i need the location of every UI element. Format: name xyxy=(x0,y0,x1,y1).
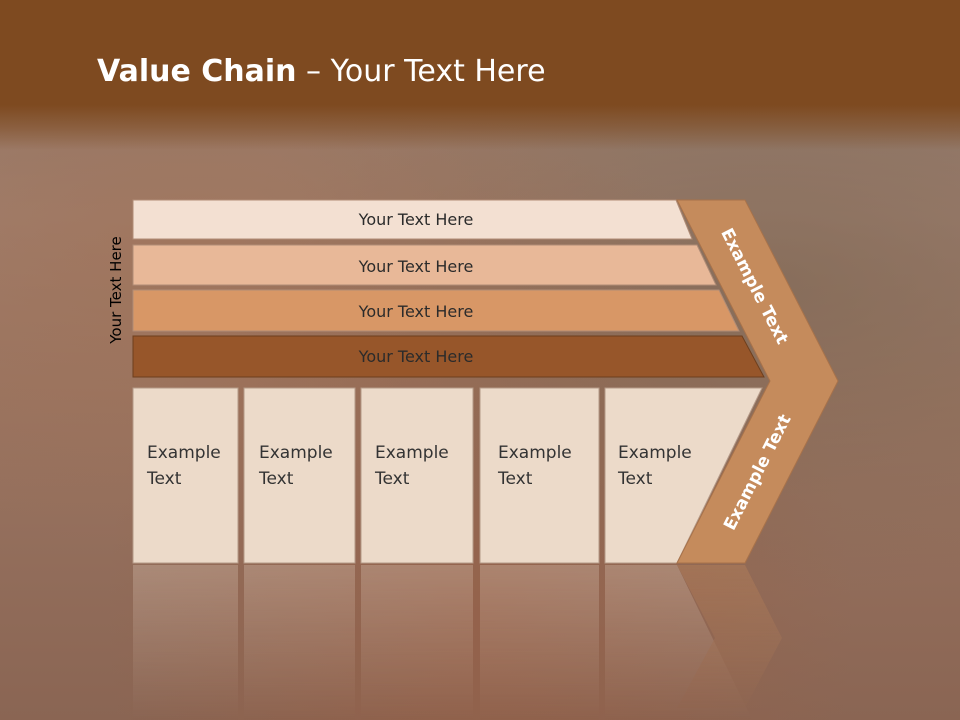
svg-text:Text: Text xyxy=(258,451,294,471)
svg-text:Text: Text xyxy=(146,451,182,471)
box-3-line-1: Example xyxy=(375,443,449,463)
activity-box-1 xyxy=(132,387,239,564)
activity-box-4 xyxy=(479,387,600,564)
bar-3 xyxy=(132,289,740,332)
svg-text:Example: Example xyxy=(618,477,692,497)
box-5-line-2: Text xyxy=(617,469,653,489)
box-1-line-1: Example xyxy=(147,443,221,463)
box-2-line-1: Example xyxy=(259,443,333,463)
svg-text:Example: Example xyxy=(259,477,333,497)
page-title: Value Chain – Your Text Here xyxy=(97,54,546,89)
activity-box-2 xyxy=(243,387,356,564)
svg-text:Example: Example xyxy=(375,477,449,497)
box-4-line-1: Example xyxy=(498,443,572,463)
bar-2 xyxy=(132,244,717,286)
box-5-line-1: Example xyxy=(618,443,692,463)
activity-box-3 xyxy=(360,387,474,564)
page-title-bold: Value Chain xyxy=(97,54,297,89)
page-title-rest: – Your Text Here xyxy=(296,54,546,89)
svg-text:Text: Text xyxy=(497,451,533,471)
svg-text:Example: Example xyxy=(147,477,221,497)
bar-4 xyxy=(132,335,765,378)
box-3-line-2: Text xyxy=(374,469,410,489)
svg-text:Text: Text xyxy=(617,451,653,471)
reflection: Example Text Example Text Example Text E… xyxy=(133,451,782,720)
bar-1-label: Your Text Here xyxy=(358,210,474,229)
svg-text:Example: Example xyxy=(498,477,572,497)
box-2-line-2: Text xyxy=(258,469,294,489)
bar-3-label: Your Text Here xyxy=(358,302,474,321)
box-4-line-2: Text xyxy=(497,469,533,489)
bar-2-label: Your Text Here xyxy=(358,257,474,276)
box-1-line-2: Text xyxy=(146,469,182,489)
svg-text:Text: Text xyxy=(374,451,410,471)
bar-1 xyxy=(132,199,693,240)
margin-chevron xyxy=(676,199,839,564)
title-banner xyxy=(0,0,960,150)
bar-4-label: Your Text Here xyxy=(358,347,474,366)
